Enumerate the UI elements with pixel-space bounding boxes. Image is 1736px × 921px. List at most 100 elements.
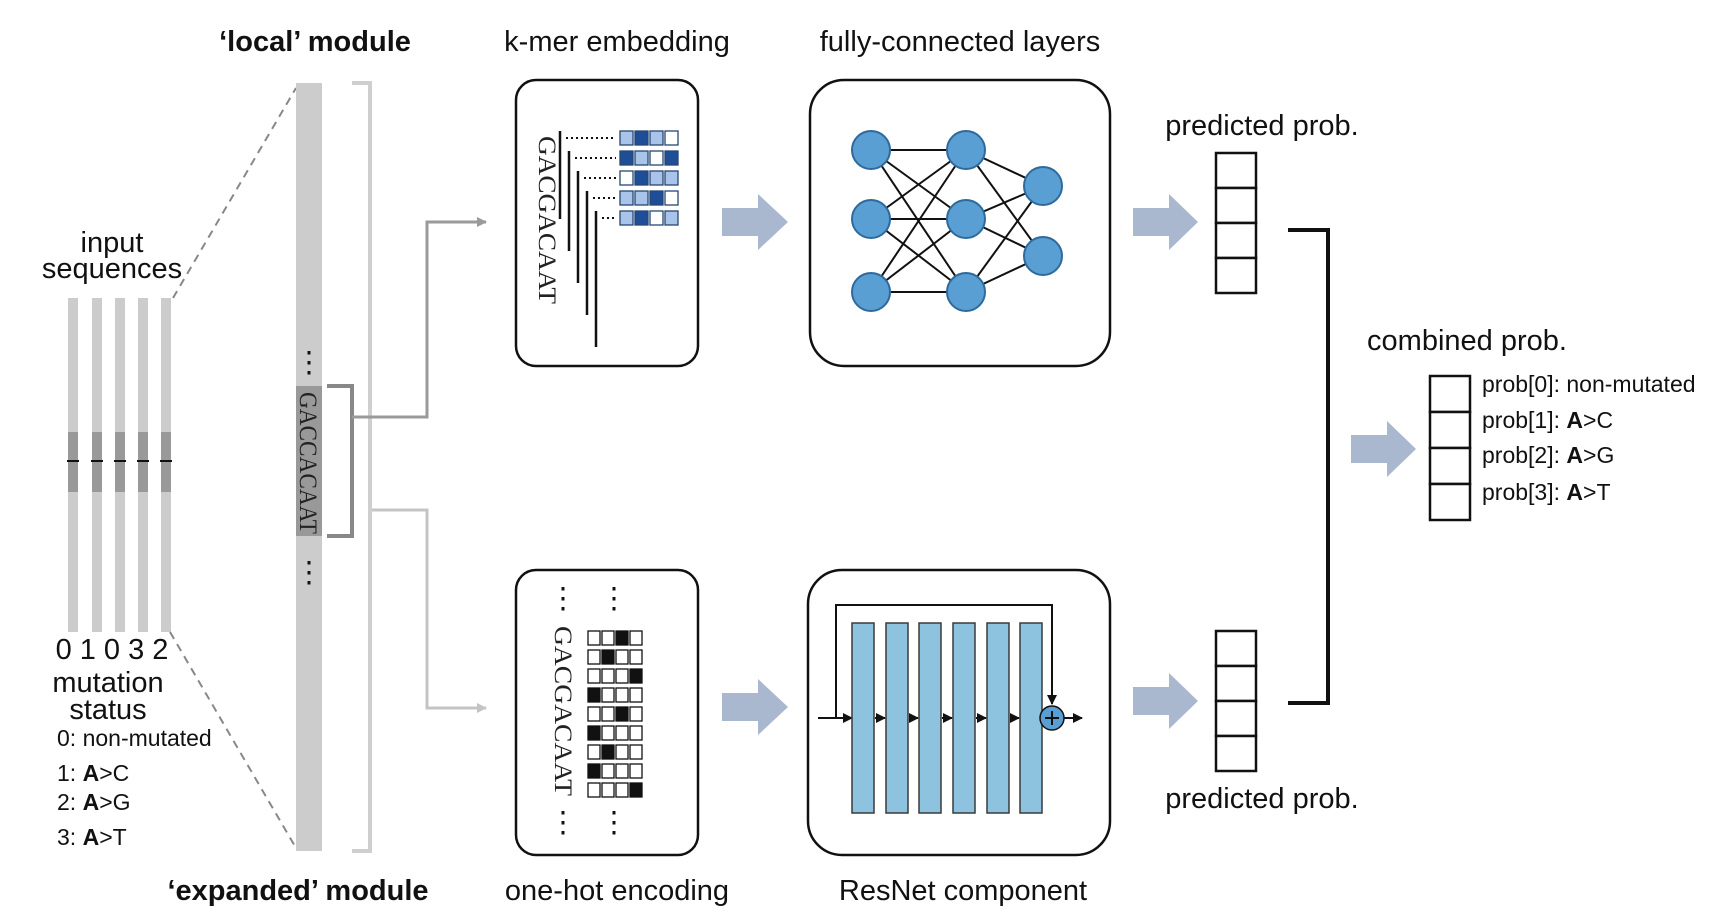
combined-entry-2: prob[2]: A>G <box>1482 442 1614 468</box>
onehot-cell <box>587 782 601 798</box>
expanded-bracket <box>352 81 372 853</box>
onehot-cell <box>615 687 629 703</box>
resnet-label: ResNet component <box>839 875 1087 907</box>
kmer-embedding-cell <box>649 130 664 146</box>
kmer-embedding-cell <box>649 150 664 166</box>
resnet-block <box>851 622 875 814</box>
onehot-cell <box>615 744 629 760</box>
combined-prob-cell <box>1428 482 1472 522</box>
combine-arrow <box>1351 421 1416 477</box>
onehot-cell <box>629 668 643 684</box>
kmer-embedding-cell <box>664 190 679 206</box>
onehot-cell <box>629 725 643 741</box>
onehot-cell <box>601 668 615 684</box>
onehot-cell <box>615 782 629 798</box>
combined-entry-0: prob[0]: non-mutated <box>1482 371 1696 397</box>
fc-to-prob-arrow <box>1133 194 1198 250</box>
combined-prob-cell <box>1428 410 1472 450</box>
mutation-label-line1: mutation <box>52 667 163 699</box>
onehot-cell <box>587 649 601 665</box>
fc-node <box>851 199 891 239</box>
onehot-cell <box>587 744 601 760</box>
predicted-prob-top <box>1214 151 1258 295</box>
fully-connected-label: fully-connected layers <box>820 26 1100 58</box>
local-to-kmer-arrow <box>352 217 487 419</box>
kmer-embedding-cell <box>619 130 634 146</box>
kmer-embedding-cell <box>664 210 679 226</box>
kmer-embedding-cell <box>634 170 649 186</box>
kmer-embedding-cell <box>634 190 649 206</box>
resnet-to-prob-arrow <box>1133 673 1198 729</box>
ellipsis-lower: ⋮ <box>295 557 324 589</box>
onehot-cell <box>629 763 643 779</box>
ellipsis-upper: ⋮ <box>295 347 324 379</box>
onehot-cell <box>601 782 615 798</box>
kmer-embedding-cell <box>619 150 634 166</box>
onehot-cell <box>587 763 601 779</box>
fully-connected-box <box>808 78 1112 368</box>
kmer-embedding-cell <box>664 150 679 166</box>
onehot-cell <box>587 725 601 741</box>
combined-prob <box>1428 374 1472 522</box>
predicted-prob-cell <box>1214 256 1258 295</box>
onehot-sequence-text: GACGACAAT <box>549 626 576 796</box>
kmer-embedding-cell <box>664 170 679 186</box>
predicted-prob-bottom <box>1214 629 1258 773</box>
input-label-line1: input <box>81 227 144 259</box>
onehot-cell <box>615 668 629 684</box>
fc-node <box>851 130 891 170</box>
resnet-block <box>986 622 1010 814</box>
input-sequence-bars <box>67 298 172 632</box>
predicted-prob-cell <box>1214 699 1258 738</box>
fc-node <box>851 272 891 312</box>
legend-item-1: 1: A>C <box>57 760 129 786</box>
onehot-cell <box>615 706 629 722</box>
onehot-cell <box>601 763 615 779</box>
onehot-to-resnet-arrow <box>722 679 788 735</box>
resnet-block <box>918 622 942 814</box>
onehot-cell <box>587 687 601 703</box>
kmer-embedding-box: GACGACAAT <box>514 78 700 368</box>
predicted-prob-cell <box>1214 186 1258 225</box>
local-module-label: ‘local’ module <box>219 26 411 58</box>
kmer-embedding-cell <box>634 130 649 146</box>
resnet-block <box>885 622 909 814</box>
onehot-cell <box>629 782 643 798</box>
predicted-prob-bottom-label: predicted prob. <box>1165 783 1358 815</box>
vertical-sequence-text: GACCACAAT <box>294 392 321 534</box>
kmer-embedding-cell <box>649 170 664 186</box>
onehot-cell <box>629 630 643 646</box>
kmer-embedding-cell <box>649 210 664 226</box>
onehot-cell <box>587 668 601 684</box>
onehot-ellipsis-top-left: ⋮ <box>549 583 578 615</box>
kmer-to-fc-arrow <box>722 194 788 250</box>
kmer-embedding-cell <box>634 150 649 166</box>
local-bracket <box>327 384 354 538</box>
expanded-module-label: ‘expanded’ module <box>167 875 428 907</box>
local-window-highlight <box>296 386 322 536</box>
zoom-line-top <box>172 87 297 299</box>
fc-node <box>1023 166 1063 206</box>
kmer-embedding-graphic <box>558 130 679 347</box>
onehot-cell <box>601 706 615 722</box>
fc-edge <box>870 149 967 293</box>
fully-connected-network <box>851 130 1063 312</box>
kmer-embedding-cell <box>649 190 664 206</box>
onehot-cell <box>615 630 629 646</box>
onehot-ellipsis-bottom-left: ⋮ <box>549 807 578 839</box>
kmer-embedding-cell <box>619 170 634 186</box>
predicted-prob-top-label: predicted prob. <box>1165 110 1358 142</box>
fc-node <box>946 199 986 239</box>
legend-item-3: 3: A>T <box>57 824 127 850</box>
fc-edge <box>965 185 1044 293</box>
expanded-to-onehot-arrow <box>372 508 487 713</box>
onehot-cell <box>601 649 615 665</box>
onehot-cell <box>615 763 629 779</box>
mutation-status-digits: 0 1 0 3 2 <box>56 634 169 666</box>
onehot-cell <box>629 649 643 665</box>
resnet-skip-connection <box>835 604 1057 718</box>
combined-entry-1: prob[1]: A>C <box>1482 407 1613 433</box>
combine-connector <box>1288 228 1330 705</box>
predicted-prob-cell <box>1214 734 1258 773</box>
